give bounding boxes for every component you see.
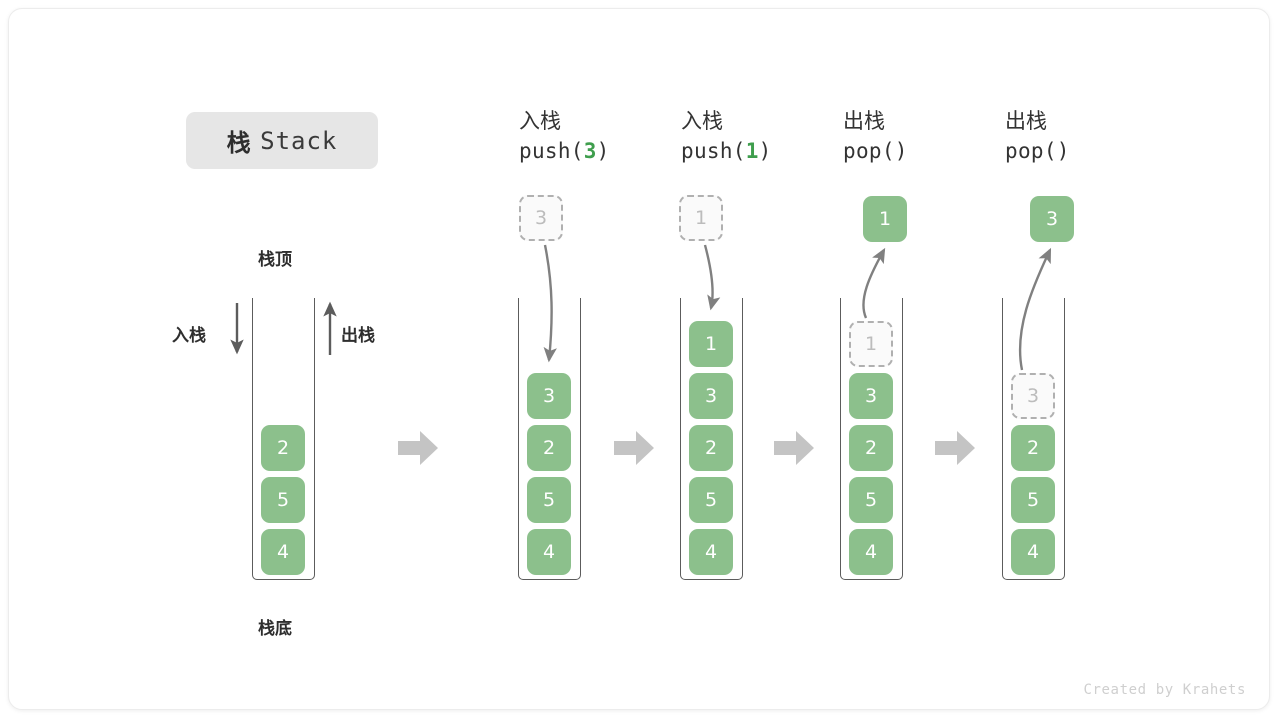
stack-container-push-3 <box>518 298 581 580</box>
figure-title-en: Stack <box>260 126 338 155</box>
ghost-cell-1: 1 <box>849 321 893 367</box>
outgoing-cell-1: 1 <box>863 196 907 242</box>
stack-cell: 5 <box>527 477 571 523</box>
figure-title-badge: 栈 Stack <box>186 112 378 169</box>
stack-cell: 4 <box>261 529 305 575</box>
op-label-code: push(1) <box>681 139 772 163</box>
op-label-pop-1: 出栈 pop() <box>843 106 908 166</box>
op-label-cn: 入栈 <box>681 109 723 133</box>
op-label-push-3: 入栈 push(3) <box>519 106 610 166</box>
incoming-cell-3: 3 <box>519 195 563 241</box>
ghost-cell-3: 3 <box>1011 373 1055 419</box>
stack-cell: 4 <box>527 529 571 575</box>
stack-container-pop-1 <box>840 298 903 580</box>
stack-container-pop-3 <box>1002 298 1065 580</box>
arrow-right-icon <box>396 428 440 468</box>
stack-cell: 3 <box>527 373 571 419</box>
stack-cell: 2 <box>849 425 893 471</box>
stack-cell: 5 <box>1011 477 1055 523</box>
figure-title-cn: 栈 <box>226 129 252 157</box>
stack-cell: 3 <box>849 373 893 419</box>
stack-cell: 2 <box>527 425 571 471</box>
stack-cell: 2 <box>689 425 733 471</box>
stack-cell: 5 <box>689 477 733 523</box>
arrow-right-icon <box>612 428 656 468</box>
stack-cell: 5 <box>261 477 305 523</box>
op-code-value: 3 <box>583 139 597 163</box>
stack-cell: 5 <box>849 477 893 523</box>
stack-cell: 4 <box>849 529 893 575</box>
stack-container-initial <box>252 298 315 580</box>
stack-container-push-1 <box>680 298 743 580</box>
stack-cell: 3 <box>689 373 733 419</box>
op-label-cn: 出栈 <box>1005 109 1047 133</box>
pop-direction-label: 出栈 <box>341 326 375 346</box>
stack-bottom-label: 栈底 <box>258 619 292 639</box>
stack-cell: 2 <box>261 425 305 471</box>
credit-text: Created by Krahets <box>1083 682 1246 698</box>
op-label-code: pop() <box>843 139 908 163</box>
stack-cell: 4 <box>1011 529 1055 575</box>
op-label-cn: 入栈 <box>519 109 561 133</box>
op-label-code: push(3) <box>519 139 610 163</box>
outgoing-cell-3: 3 <box>1030 196 1074 242</box>
op-code-value: 1 <box>745 139 759 163</box>
op-label-cn: 出栈 <box>843 109 885 133</box>
op-label-pop-3: 出栈 pop() <box>1005 106 1070 166</box>
stack-cell: 1 <box>689 321 733 367</box>
incoming-cell-1: 1 <box>679 195 723 241</box>
op-label-push-1: 入栈 push(1) <box>681 106 772 166</box>
op-label-code: pop() <box>1005 139 1070 163</box>
arrow-right-icon <box>933 428 977 468</box>
push-direction-label: 入栈 <box>172 326 206 346</box>
arrow-right-icon <box>772 428 816 468</box>
stack-cell: 2 <box>1011 425 1055 471</box>
stack-top-label: 栈顶 <box>258 250 292 270</box>
stack-cell: 4 <box>689 529 733 575</box>
